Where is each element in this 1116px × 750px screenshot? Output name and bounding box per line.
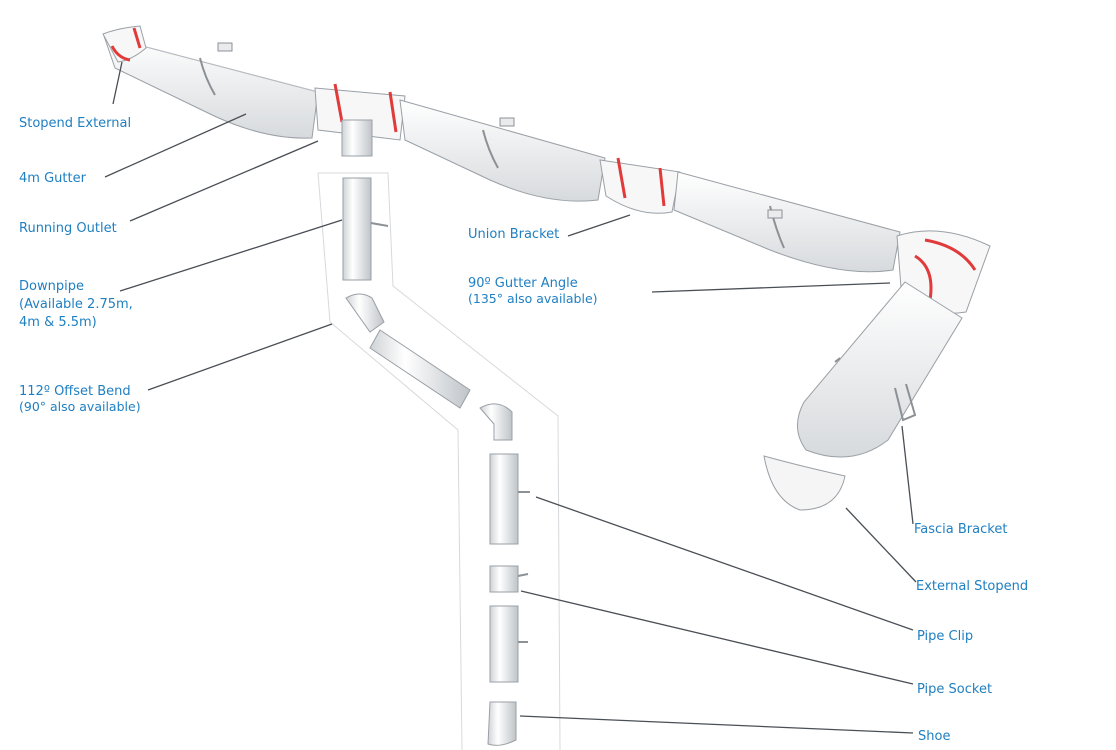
leader-pipe-socket xyxy=(520,590,914,685)
union-bracket-part xyxy=(599,157,681,214)
label-gutter-angle: 90º Gutter Angle xyxy=(468,276,578,291)
label-pipe-socket: Pipe Socket xyxy=(917,682,993,697)
downpipe-lower-part xyxy=(489,453,530,545)
gutter-return-section xyxy=(797,281,963,458)
downpipe-guide-outline xyxy=(317,172,561,750)
offset-pipe-part xyxy=(369,329,471,409)
offset-bend-lower-part xyxy=(479,403,513,441)
leader-4m-gutter xyxy=(104,113,247,178)
shoe-part xyxy=(487,701,517,746)
label-downpipe-availability-2: 4m & 5.5m) xyxy=(19,315,97,330)
gutter-middle-section xyxy=(399,99,606,202)
leader-offset-bend xyxy=(147,323,333,391)
label-shoe: Shoe xyxy=(918,729,951,744)
label-external-stopend: External Stopend xyxy=(916,579,1029,594)
label-pipe-clip: Pipe Clip xyxy=(917,629,974,644)
leader-running-outlet xyxy=(129,140,319,222)
leader-union-bracket xyxy=(567,214,631,237)
leader-downpipe xyxy=(119,219,343,292)
label-4m-gutter: 4m Gutter xyxy=(19,171,86,186)
label-offset-bend-note: (90° also available) xyxy=(19,399,141,414)
gutter-left-section xyxy=(103,35,319,139)
label-downpipe-availability-1: (Available 2.75m, xyxy=(19,297,133,312)
label-gutter-angle-note: (135° also available) xyxy=(468,291,598,306)
label-downpipe: Downpipe xyxy=(19,279,84,294)
running-outlet-part xyxy=(314,83,406,157)
external-stopend-part xyxy=(763,455,846,511)
label-stopend-external: Stopend External xyxy=(19,116,132,131)
stopend-external-part xyxy=(102,25,147,63)
offset-bend-upper-part xyxy=(345,293,385,333)
downpipe-part xyxy=(342,177,389,281)
label-running-outlet: Running Outlet xyxy=(19,221,117,236)
fascia-bracket-part xyxy=(894,383,917,422)
label-fascia-bracket: Fascia Bracket xyxy=(914,522,1008,537)
label-union-bracket: Union Bracket xyxy=(468,227,560,242)
gutter-right-section xyxy=(673,171,901,273)
leader-stopend-external xyxy=(112,61,123,105)
leader-external-stopend xyxy=(845,507,917,583)
leader-pipe-clip xyxy=(535,496,914,631)
downpipe-bottom-part xyxy=(489,605,528,683)
pipe-socket-part xyxy=(489,565,529,593)
leader-gutter-angle xyxy=(651,282,891,293)
leader-shoe xyxy=(519,715,914,734)
leader-fascia-bracket xyxy=(901,425,914,525)
label-offset-bend: 112º Offset Bend xyxy=(19,384,131,399)
